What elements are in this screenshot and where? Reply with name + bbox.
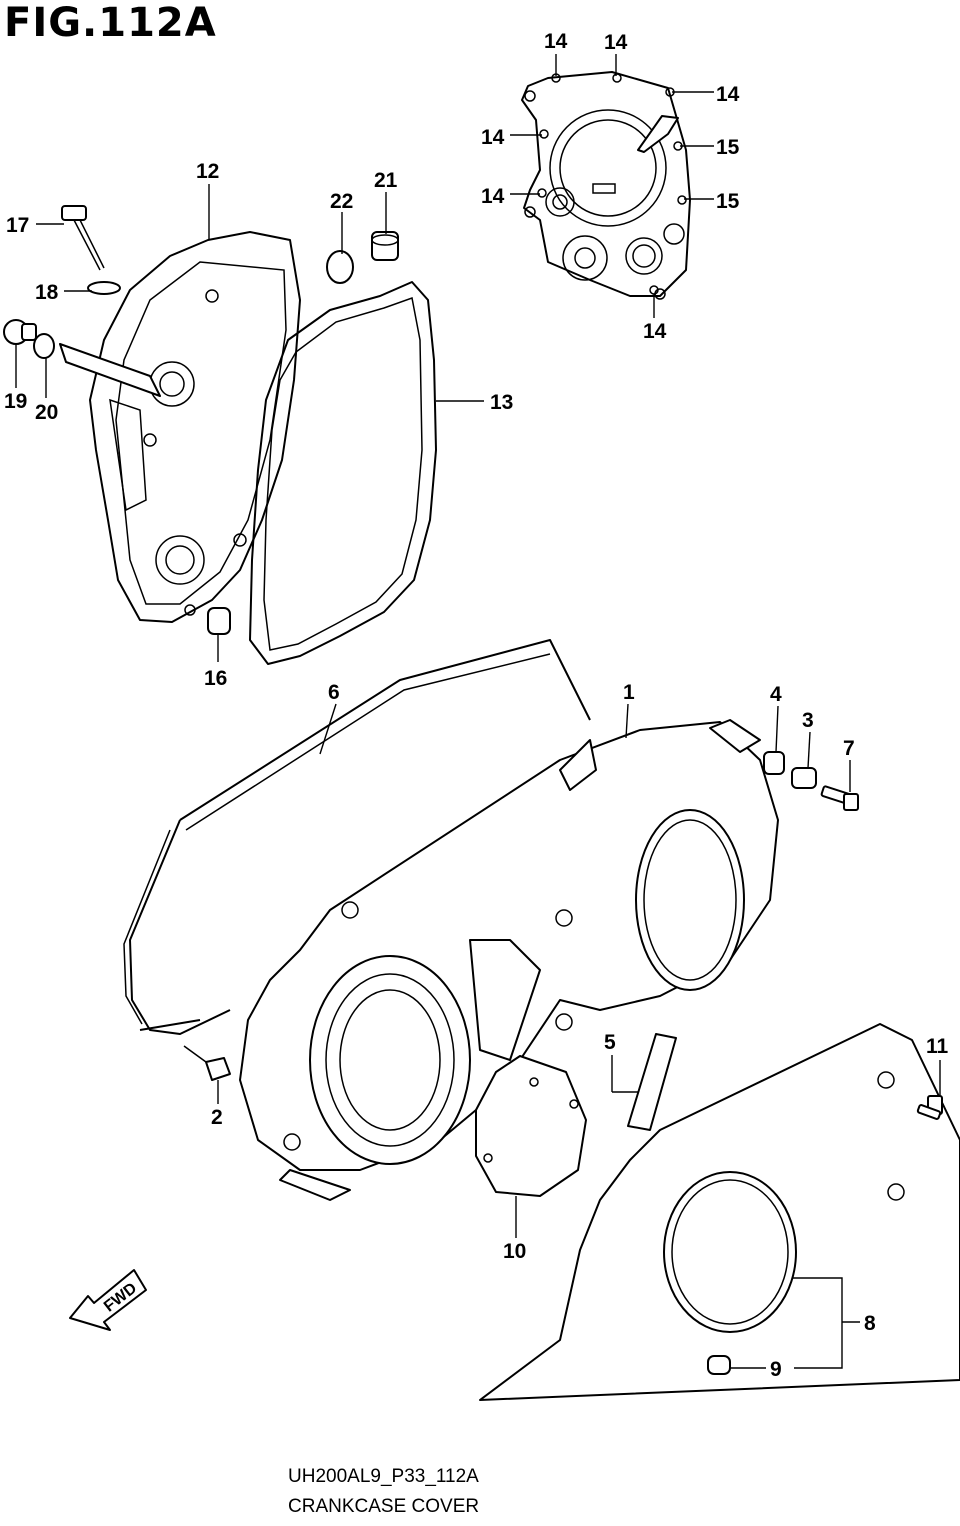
- callout-15: 15: [716, 136, 740, 159]
- callout-21: 21: [374, 169, 398, 192]
- callout-22: 22: [330, 190, 353, 213]
- part-4-grommet: [763, 751, 785, 775]
- part-22-washer: [326, 250, 354, 284]
- callout-1: 1: [623, 681, 635, 704]
- callout-14: 14: [481, 185, 505, 208]
- callout-9: 9: [770, 1358, 782, 1381]
- part-9-grommet: [707, 1355, 731, 1375]
- callout-15: 15: [716, 190, 740, 213]
- callout-14: 14: [544, 30, 568, 53]
- part-20-washer: [33, 333, 55, 359]
- figure-description: CRANKCASE COVER: [288, 1496, 480, 1517]
- callout-2: 2: [211, 1106, 223, 1129]
- callout-17: 17: [6, 214, 29, 237]
- figure-title: FIG.112A: [4, 0, 217, 46]
- callout-12: 12: [196, 160, 219, 183]
- figure-code: UH200AL9_P33_112A: [288, 1466, 479, 1487]
- part-18-o-ring: [87, 281, 121, 295]
- part-1-main-cover: [239, 719, 779, 1201]
- part-8-outer-cover: [479, 1023, 960, 1401]
- part-3-collar: [791, 767, 817, 789]
- part-10-inner-cover: [475, 1055, 587, 1197]
- part-7-bolt: [820, 785, 859, 811]
- part-12-crankcase-cover: [89, 231, 301, 623]
- callout-16: 16: [204, 667, 227, 690]
- bolt-hole: [539, 129, 549, 139]
- part-17-oil-filler-cap: [61, 205, 105, 271]
- bolt-hole: [612, 73, 622, 83]
- part-2-dowel-pin: [205, 1057, 231, 1081]
- part-13-gasket: [249, 281, 437, 665]
- callout-14: 14: [604, 31, 628, 54]
- callout-14: 14: [716, 83, 740, 106]
- part-5-sponge: [627, 1033, 677, 1131]
- callout-7: 7: [843, 737, 855, 760]
- callout-8: 8: [864, 1312, 876, 1335]
- callout-18: 18: [35, 281, 59, 304]
- callout-14: 14: [643, 320, 667, 343]
- callout-13: 13: [490, 391, 513, 414]
- forward-direction-arrow: FWD: [69, 1269, 147, 1331]
- callout-11: 11: [926, 1035, 949, 1058]
- callout-numbers: 1 2 3 4 5 6 7 8 9 10 11 12 13 14 14 14 1…: [4, 30, 949, 1381]
- part-21-plug: [371, 231, 399, 261]
- callout-19: 19: [4, 390, 27, 413]
- part-rod: [59, 343, 161, 397]
- part-16-dowel-pin: [207, 607, 231, 635]
- callout-5: 5: [604, 1031, 616, 1054]
- callout-3: 3: [802, 709, 814, 732]
- inset-cover-view: [521, 71, 691, 300]
- part-19-plug: [3, 319, 37, 345]
- leader-lines: [15, 54, 941, 1369]
- bolt-hole: [677, 195, 687, 205]
- bolt-hole: [537, 188, 547, 198]
- callout-14: 14: [481, 126, 505, 149]
- callout-20: 20: [35, 401, 58, 424]
- callout-6: 6: [328, 681, 340, 704]
- callout-10: 10: [503, 1240, 526, 1263]
- part-6-seal: [129, 639, 591, 1035]
- callout-4: 4: [770, 683, 782, 706]
- part-11-bolt: [916, 1095, 943, 1120]
